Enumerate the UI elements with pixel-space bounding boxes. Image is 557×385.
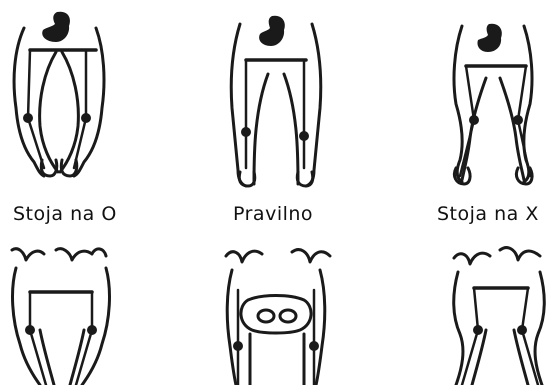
joint-right bbox=[311, 343, 318, 350]
figure-x-stance-front bbox=[454, 24, 532, 184]
leg-inner-right bbox=[70, 330, 84, 385]
leg-inner-right bbox=[60, 52, 78, 172]
leg-inner-left bbox=[40, 52, 58, 172]
leg-inner-left bbox=[472, 330, 486, 385]
joint-left bbox=[27, 327, 34, 334]
plumb-right bbox=[518, 66, 526, 120]
body-outline bbox=[226, 250, 330, 262]
outline-right bbox=[82, 268, 109, 385]
body-outline bbox=[454, 248, 540, 264]
joint-left bbox=[25, 115, 32, 122]
outline-right bbox=[316, 270, 325, 385]
joint-left bbox=[243, 129, 250, 136]
caption-x-stance: Stoja na X bbox=[437, 199, 539, 229]
leg-inner-left bbox=[254, 74, 268, 184]
plumb-lower-left bbox=[28, 118, 44, 168]
tail-icon bbox=[477, 24, 501, 52]
leg-inner-left bbox=[40, 330, 54, 385]
tail-icon bbox=[259, 16, 285, 46]
joint-right bbox=[301, 133, 308, 140]
teat-left-icon bbox=[258, 310, 274, 322]
figure-x-stance-rear bbox=[454, 248, 545, 385]
figure-o-stance-front bbox=[14, 12, 104, 176]
outline-left bbox=[454, 26, 462, 182]
body-outline bbox=[12, 249, 106, 260]
tail-icon bbox=[42, 12, 70, 42]
figure-o-stance-rear bbox=[12, 249, 109, 385]
plumb-left bbox=[28, 50, 30, 118]
joint-right bbox=[89, 327, 96, 334]
outline-right bbox=[535, 272, 544, 385]
hoof-right bbox=[297, 172, 312, 186]
figure-correct-stance-rear bbox=[226, 250, 330, 385]
plumb-right bbox=[522, 288, 528, 330]
joint-left bbox=[475, 327, 482, 334]
outline-right bbox=[306, 24, 321, 186]
joint-right bbox=[519, 327, 526, 334]
joint-left bbox=[235, 343, 242, 350]
udder-icon bbox=[241, 296, 311, 334]
caption-o-stance: Stoja na O bbox=[13, 199, 117, 229]
outline-left bbox=[231, 24, 246, 186]
leg-inner-right bbox=[514, 330, 528, 385]
joint-right bbox=[515, 117, 522, 124]
outline-left bbox=[227, 270, 236, 385]
hoof-left bbox=[239, 172, 254, 186]
leg-inner-right bbox=[284, 74, 298, 184]
teat-right-icon bbox=[280, 310, 296, 322]
plumb-left bbox=[474, 288, 478, 330]
figure-correct-stance-front bbox=[231, 16, 320, 186]
caption-correct-stance: Pravilno bbox=[233, 199, 313, 229]
outline-left bbox=[454, 272, 463, 385]
joint-right bbox=[83, 115, 90, 122]
leg-inner-left bbox=[462, 78, 486, 180]
joint-left bbox=[471, 117, 478, 124]
plumb-left bbox=[466, 66, 474, 120]
plumb-lower-left bbox=[30, 330, 46, 385]
outline-left bbox=[13, 268, 40, 385]
